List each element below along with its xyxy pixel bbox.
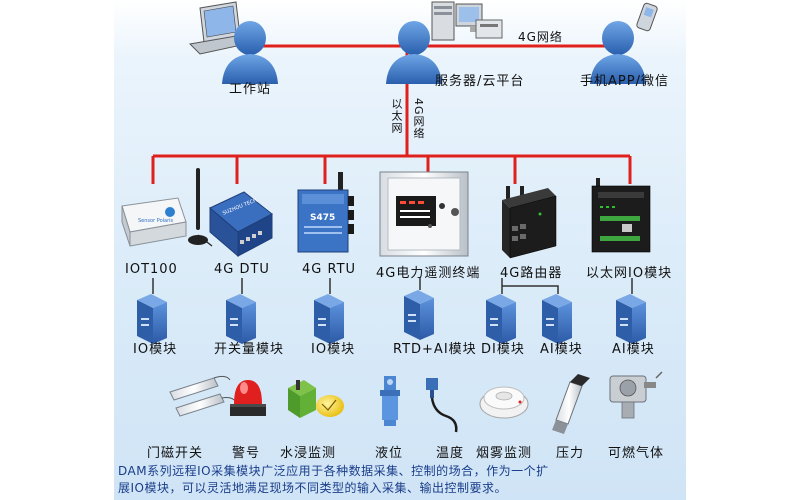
description-line-1: DAM系列远程IO采集模块广泛应用于各种数据采集、控制的场合，作为一个扩 (118, 464, 549, 478)
io-module-1-icon (137, 294, 167, 344)
module-label-5: DI模块 (481, 342, 525, 357)
antenna-icon (188, 168, 213, 247)
smoke-detector-icon (479, 386, 529, 419)
laptop-icon (188, 1, 248, 55)
io-module-7-icon (616, 294, 646, 344)
workstation-label: 工作站 (229, 82, 272, 97)
module-label-6: AI模块 (540, 342, 583, 357)
sensor-label-door: 门磁开关 (147, 446, 204, 461)
gateway-label-iot100: IOT100 (125, 262, 178, 277)
gateway-label-dtu: 4G DTU (214, 262, 270, 277)
io-module-2-icon (226, 294, 256, 344)
trunk-4g-label: 4G网络 (412, 98, 425, 140)
sensor-label-level: 液位 (375, 446, 404, 461)
iot100-device-icon: Sensor Polaris (121, 197, 187, 247)
io-module-3-icon (314, 294, 344, 344)
sensor-label-pressure: 压力 (556, 446, 585, 461)
io-module-5-icon (486, 294, 516, 344)
module-label-7: AI模块 (612, 342, 655, 357)
alarm-siren-icon (230, 380, 266, 416)
power-terminal-icon (379, 171, 469, 257)
description-line-2: 展IO模块，可以灵活地满足现场不同类型的输入采集、输出控制要求。 (118, 481, 507, 495)
io-module-6-icon (542, 294, 572, 344)
gateway-label-router: 4G路由器 (500, 266, 563, 281)
sensor-label-water: 水浸监测 (280, 446, 337, 461)
server-person-icon (386, 21, 442, 84)
module-label-2: 开关量模块 (214, 342, 285, 357)
trunk-ethernet-label: 以太网 (390, 98, 403, 134)
io-module-4-icon (404, 290, 434, 340)
top-4g-link-label: 4G网络 (518, 30, 563, 44)
router-device-icon (502, 186, 557, 259)
level-sensor-icon (380, 376, 400, 426)
gateway-label-rtu: 4G RTU (302, 262, 357, 277)
sensor-label-alarm: 警号 (232, 446, 261, 461)
temperature-probe-icon (426, 378, 458, 433)
pressure-transmitter-icon (552, 374, 590, 434)
mobile-label: 手机APP/微信 (580, 74, 669, 89)
rtu-model-text: S475 (310, 213, 335, 223)
door-magnet-switch-icon (169, 375, 237, 417)
sensor-label-smoke: 烟雾监测 (476, 446, 533, 461)
mobile-phone-icon (636, 2, 658, 32)
mobile-person-icon (590, 21, 646, 84)
workstation-person-icon (222, 21, 278, 84)
module-label-3: IO模块 (311, 342, 356, 357)
rtu-device-icon: S475 (297, 172, 354, 253)
ethernet-io-device-icon (591, 178, 651, 253)
server-label: 服务器/云平台 (435, 74, 525, 89)
gateway-label-power-terminal: 4G电力遥测终端 (376, 266, 481, 281)
module-label-4: RTD+AI模块 (393, 342, 477, 357)
gateway-label-ethernet-io: 以太网IO模块 (586, 266, 673, 281)
sensor-label-temperature: 温度 (436, 446, 465, 461)
combustible-gas-detector-icon (609, 371, 663, 419)
water-leak-sensor-icon (288, 380, 344, 418)
server-icon (431, 1, 503, 41)
module-connectors (152, 278, 633, 294)
description-text: DAM系列远程IO采集模块广泛应用于各种数据采集、控制的场合，作为一个扩 展IO… (118, 463, 688, 497)
iot100-brand-text: Sensor Polaris (138, 218, 174, 224)
dtu-device-icon: SUZHOU TECH (209, 191, 273, 258)
module-label-1: IO模块 (133, 342, 178, 357)
sensor-label-gas: 可燃气体 (608, 446, 665, 461)
